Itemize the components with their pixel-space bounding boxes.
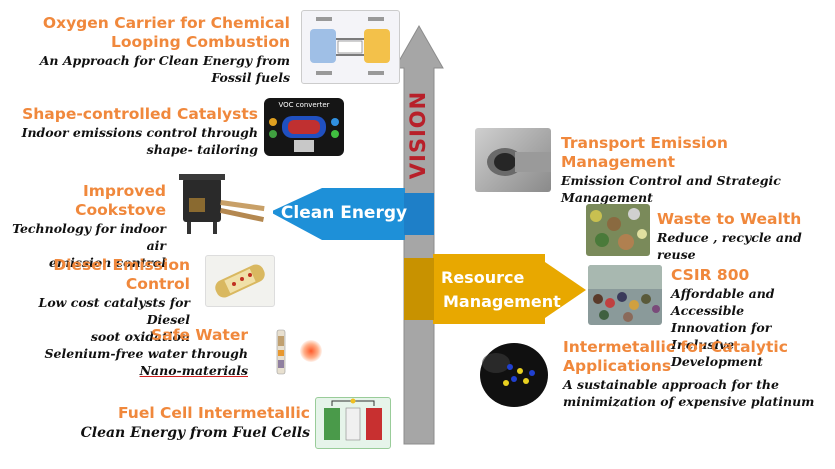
item-title: Improved Cookstove — [75, 182, 166, 219]
water-filter-image — [272, 328, 290, 376]
right-item-csir-800: CSIR 800 Affordable and Accessible Innov… — [671, 266, 833, 370]
item-title: Safe Water — [151, 326, 248, 344]
item-subtitle: Management — [561, 190, 653, 205]
right-item-waste-to-wealth: Waste to Wealth Reduce , recycle and reu… — [657, 210, 832, 263]
village-crowd-image — [588, 265, 662, 325]
resource-label-line-2: Management — [443, 292, 561, 311]
catalytic-monolith-image — [470, 337, 552, 409]
nanoparticle-glow-image — [300, 340, 322, 362]
item-title: Applications — [563, 357, 672, 375]
item-title: Waste to Wealth — [657, 210, 802, 228]
item-subtitle: Low cost catalysts for Diesel — [38, 295, 190, 327]
left-item-oxygen-carrier: Oxygen Carrier for Chemical Looping Comb… — [0, 14, 290, 86]
item-subtitle: minimization of expensive platinum — [563, 394, 815, 409]
left-item-cookstove: Improved Cookstove Technology for indoor… — [0, 182, 166, 271]
clean-energy-collar — [404, 193, 434, 235]
left-item-shape-catalysts: Shape-controlled Catalysts Indoor emissi… — [0, 105, 258, 158]
item-subtitle: Clean Energy from Fuel Cells — [80, 425, 310, 441]
item-subtitle: Nano-materials — [139, 363, 248, 378]
item-title: Transport Emission Management — [561, 134, 728, 171]
item-title: Oxygen Carrier for Chemical — [42, 14, 290, 32]
clean-energy-label: Clean Energy — [280, 203, 408, 223]
left-item-diesel: Diesel Emission Control Low cost catalys… — [0, 256, 190, 345]
item-subtitle: Reduce , recycle and reuse — [657, 230, 802, 262]
clean-energy-arrow — [270, 188, 405, 240]
waste-pile-image — [586, 204, 650, 256]
item-title: CSIR 800 — [671, 266, 750, 284]
item-subtitle: soot oxidation — [90, 329, 190, 344]
item-subtitle: Selenium-free water through — [44, 346, 248, 361]
right-item-transport-emission: Transport Emission Management Emission C… — [561, 134, 831, 206]
diesel-filter-image — [205, 255, 275, 307]
left-item-safe-water: Safe Water Selenium-free water through N… — [0, 326, 248, 379]
resource-management-arrow — [433, 254, 586, 324]
item-title: Shape-controlled Catalysts — [22, 105, 258, 123]
right-item-intermetallic-catalytic: Intermetallic for Catalytic Applications… — [563, 338, 831, 410]
item-subtitle: Emission Control and Strategic — [561, 173, 781, 188]
vision-label: VISION — [406, 90, 430, 180]
voc-label: VOC converter — [278, 101, 330, 109]
item-title: Looping Combustion — [110, 33, 290, 51]
fuel-cell-diagram-image — [315, 397, 391, 449]
item-subtitle: Fossil fuels — [211, 70, 290, 85]
item-subtitle: An Approach for Clean Energy from — [39, 53, 290, 68]
item-subtitle: A sustainable approach for the — [563, 377, 779, 392]
left-item-fuel-cell: Fuel Cell Intermetallic Clean Energy fro… — [0, 404, 310, 443]
item-title: Diesel Emission Control — [53, 256, 190, 293]
item-subtitle: Affordable and Accessible — [671, 286, 775, 318]
exhaust-pipe-image — [475, 128, 551, 192]
voc-converter-image: VOC converter — [264, 98, 344, 156]
item-title: Fuel Cell Intermetallic — [117, 404, 310, 422]
item-subtitle: Innovation for Inclusive — [671, 320, 772, 352]
resource-label-line-1: Resource — [441, 268, 525, 287]
item-subtitle: Indoor emissions control through — [21, 125, 258, 140]
resource-collar — [404, 258, 434, 320]
item-subtitle: Development — [671, 354, 763, 369]
item-subtitle: Technology for indoor air — [12, 221, 166, 253]
item-subtitle: emission control — [48, 255, 166, 270]
item-title: Intermetallic for Catalytic — [563, 338, 788, 356]
resource-management-label: Resource Management — [437, 266, 567, 314]
item-subtitle: shape- tailoring — [146, 142, 258, 157]
cookstove-image — [175, 170, 273, 236]
chemical-looping-diagram-image — [301, 10, 400, 84]
